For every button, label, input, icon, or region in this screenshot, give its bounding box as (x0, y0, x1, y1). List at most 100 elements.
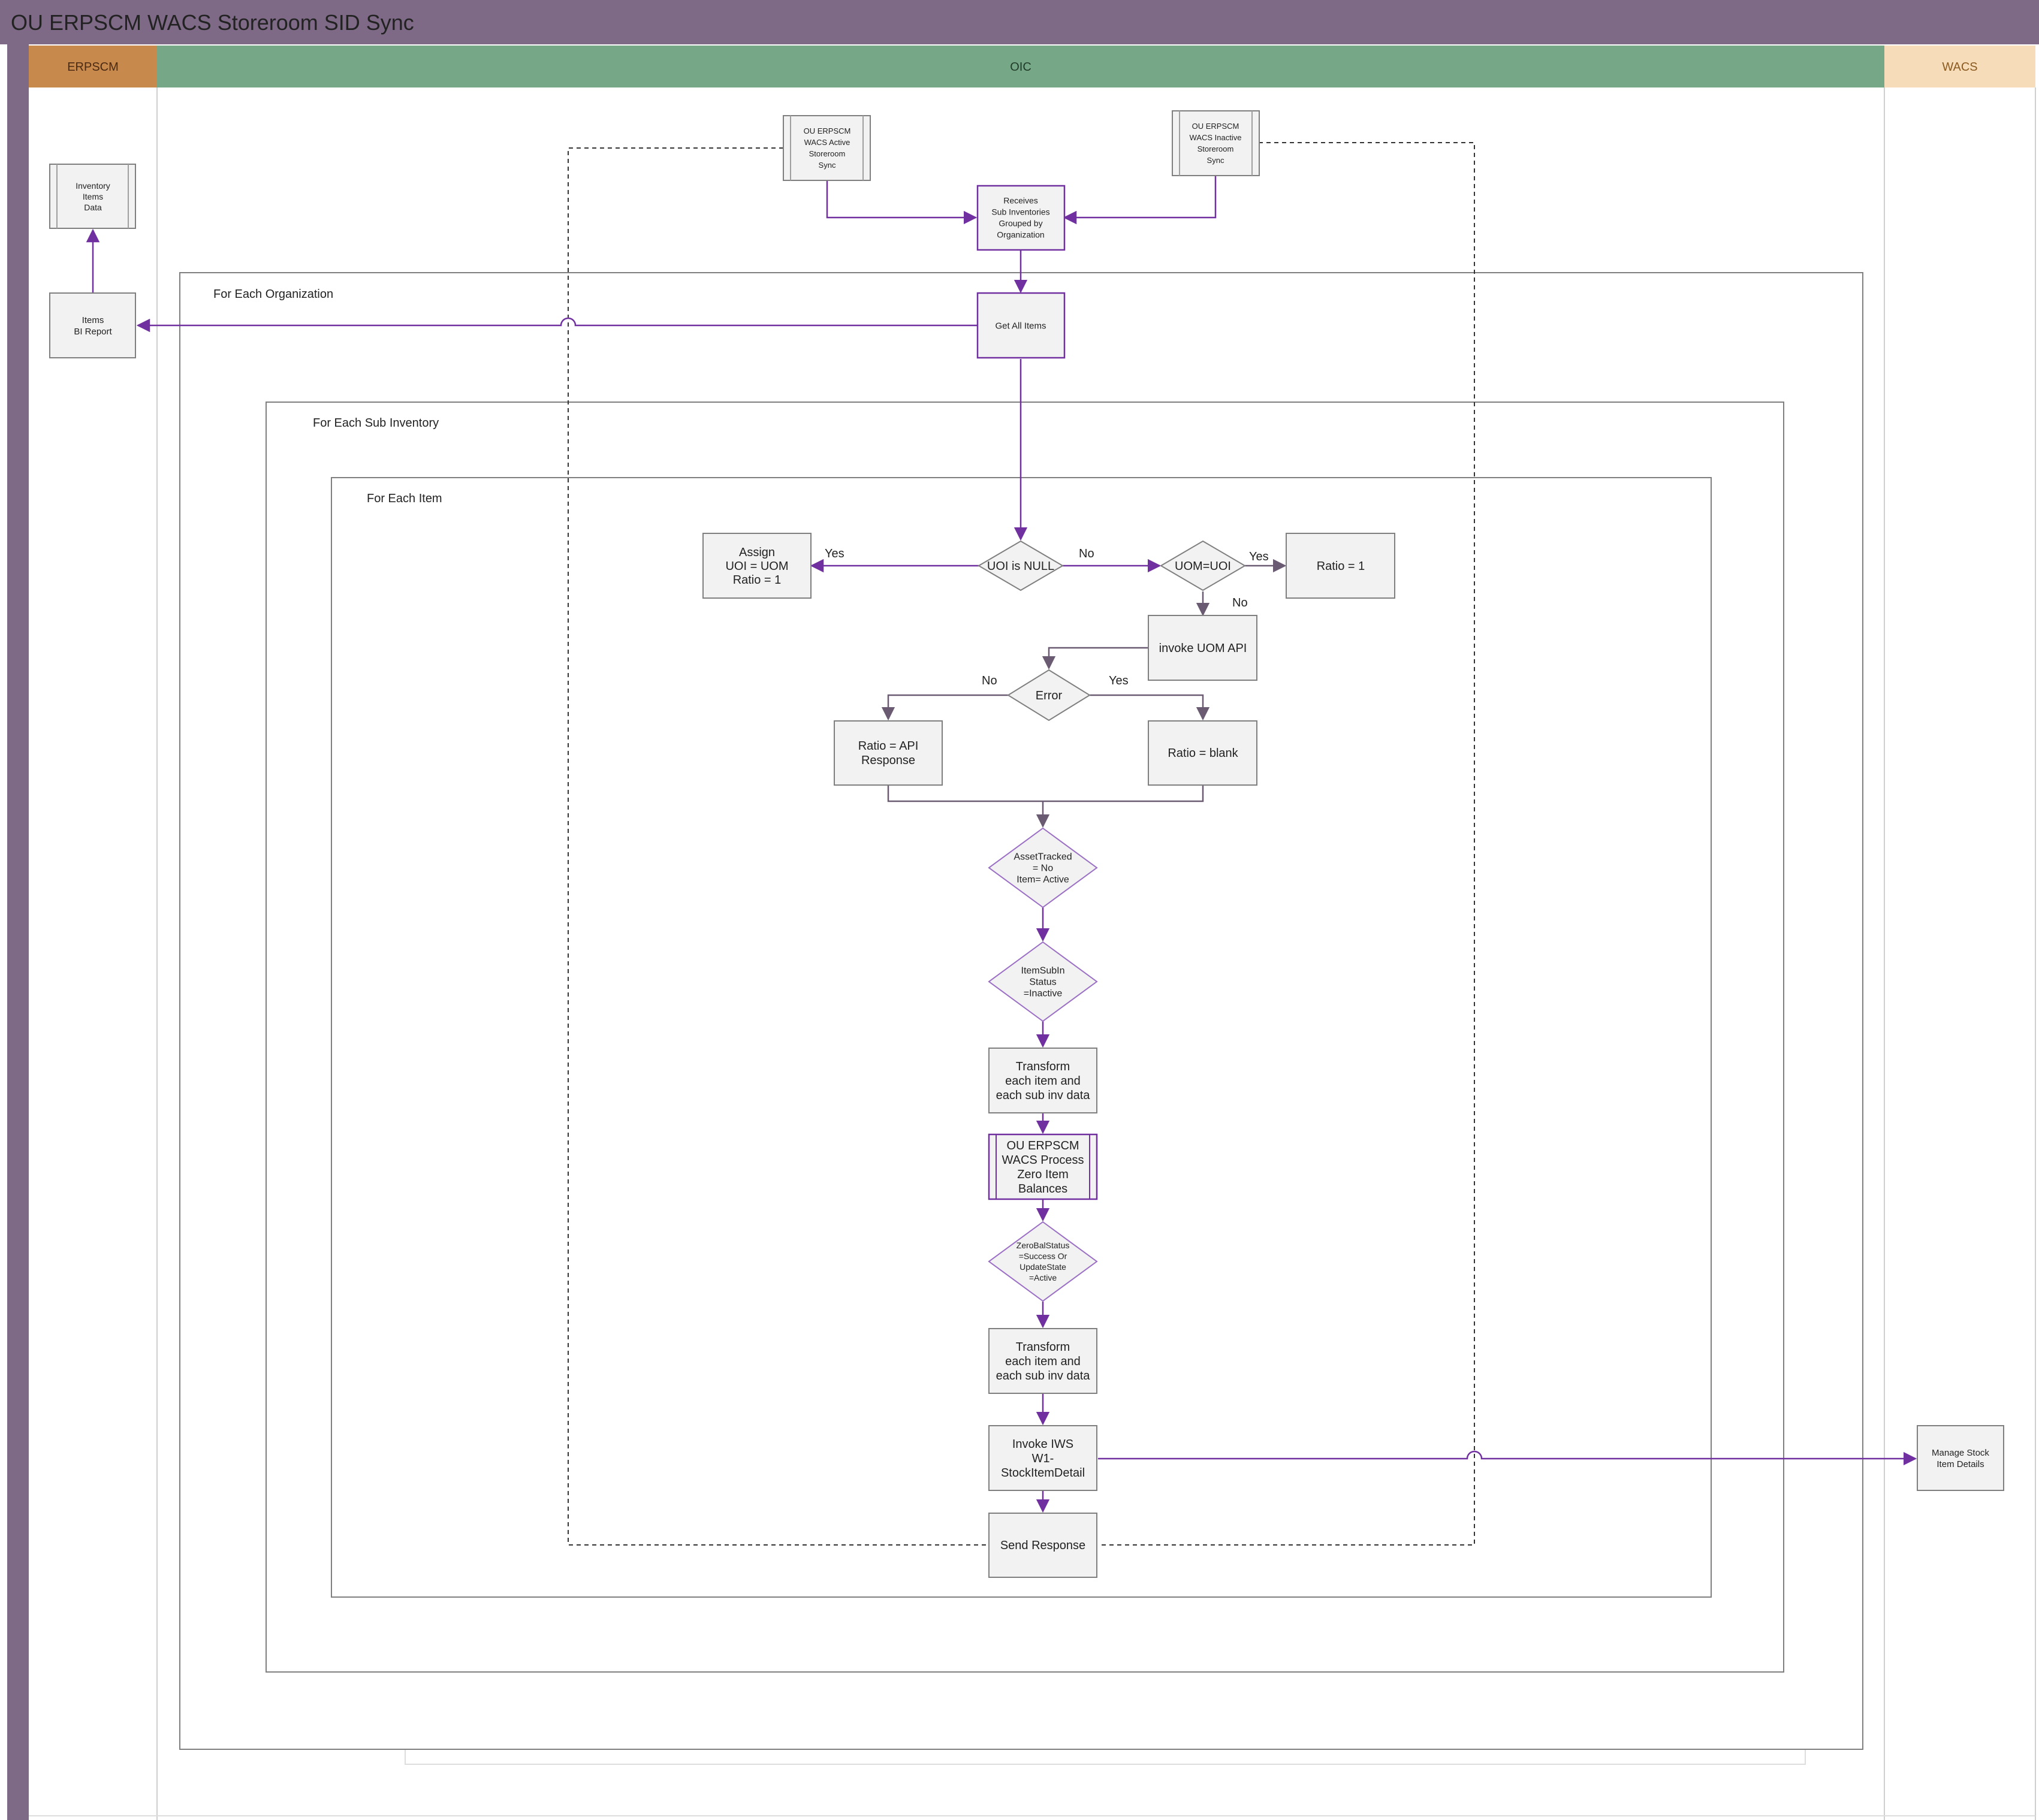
connector-invoke-to-manage-stock (1098, 1450, 1917, 1466)
edge-label-no: No (1079, 547, 1094, 560)
label-line: each item and (1005, 1355, 1081, 1368)
edge-label-no: No (1232, 596, 1248, 609)
lane-label-wacs: WACS (1942, 61, 1977, 74)
edge-label-yes: Yes (1109, 674, 1129, 687)
node-ratio-one-label: Ratio = 1 (1317, 560, 1365, 573)
label-line: =Success Or (1019, 1251, 1067, 1261)
label-line: Sync (819, 161, 836, 170)
label-line: UOM=UOI (1175, 560, 1231, 573)
decision-uoi-is-null (978, 540, 1064, 591)
label-line: Ratio = 1 (1317, 560, 1365, 573)
node-manage-stock-item-details (1917, 1425, 2004, 1491)
node-get-all-items-label: Get All Items (995, 321, 1046, 331)
decision-asset-tracked (988, 827, 1098, 909)
label-line: Sub Inventories (991, 207, 1049, 216)
label-line: Transform (1016, 1341, 1070, 1354)
decision-uoi-is-null-label: UOI is NULL (987, 560, 1054, 573)
connector-get-items-to-bi-report (136, 317, 977, 333)
edge-label-yes: Yes (825, 547, 844, 560)
label-line: each sub inv data (996, 1369, 1091, 1383)
node-inventory-items-data (49, 164, 136, 229)
loop-for-each-item (331, 477, 1712, 1598)
lane-header-erpscm (29, 46, 157, 87)
label-line: Items (82, 315, 104, 325)
node-invoke-uom-api (1148, 615, 1257, 681)
label-line: Manage Stock (1932, 1448, 1989, 1458)
decision-error-label: Error (1036, 689, 1063, 702)
title-bar (0, 0, 2039, 44)
decision-error (1007, 669, 1091, 722)
label-line: Data (84, 203, 102, 212)
label-line: Ratio = 1 (733, 574, 782, 587)
node-zero-item-balances (988, 1133, 1098, 1200)
decision-item-subin-status (988, 941, 1098, 1022)
loop-label-organization: For Each Organization (213, 288, 333, 301)
connector-uom-api-to-error (1042, 647, 1148, 670)
label-line: Error (1036, 689, 1063, 702)
node-ratio-blank (1148, 720, 1257, 786)
label-line: =Active (1029, 1273, 1057, 1282)
node-ratio-one (1286, 533, 1395, 599)
label-line: ItemSubIn (1021, 966, 1065, 976)
loop-label-item: For Each Item (367, 492, 442, 505)
label-line: Assign (739, 546, 775, 559)
label-line: = No (1033, 864, 1053, 874)
edge-label-yes: Yes (1249, 550, 1269, 563)
label-line: invoke UOM API (1159, 642, 1247, 655)
connector-error-yes (1090, 694, 1210, 721)
node-invoke-uom-api-label: invoke UOM API (1159, 642, 1247, 655)
dashed-return-connector (568, 147, 989, 1546)
loop-label-sub-inventory: For Each Sub Inventory (313, 416, 439, 430)
lane-label-oic: OIC (1010, 61, 1031, 74)
label-line: Status (1029, 977, 1056, 988)
label-line: Inventory (76, 181, 110, 191)
label-line: OU ERPSCM (804, 126, 851, 135)
node-invoke-iws (988, 1425, 1097, 1491)
lane-header-oic (157, 46, 1884, 87)
lane-header-wacs (1884, 46, 2035, 87)
label-line: Sync (1207, 156, 1224, 165)
label-line: WACS Process (1002, 1154, 1084, 1167)
connector-inactive-to-receives (1063, 175, 1217, 225)
pool-side-bar (7, 44, 29, 1820)
label-line: BI Report (74, 327, 112, 337)
label-line: UpdateState (1020, 1262, 1066, 1272)
label-line: Storeroom (1198, 144, 1234, 153)
label-line: Receives (1003, 195, 1038, 205)
connector-error-no (881, 694, 1008, 721)
label-line: Storeroom (809, 149, 846, 158)
node-send-response-label: Send Response (1000, 1539, 1085, 1552)
label-line: ZeroBalStatus (1017, 1241, 1070, 1250)
label-line: Send Response (1000, 1539, 1085, 1552)
decision-zero-bal-status (988, 1221, 1098, 1302)
label-line: WACS Inactive (1190, 133, 1242, 142)
label-line: each sub inv data (996, 1089, 1091, 1102)
label-line: AssetTracked (1014, 852, 1072, 862)
connector-active-to-receives (826, 179, 978, 225)
node-transform-item-data-2 (988, 1328, 1097, 1394)
label-line: StockItemDetail (1001, 1466, 1085, 1480)
node-ratio-api-response (834, 720, 943, 786)
label-line: Item= Active (1017, 875, 1069, 885)
label-line: Response (861, 754, 915, 767)
node-receives-sub-inventories (976, 185, 1066, 251)
connector-ratio-merge (887, 785, 1204, 802)
label-line: W1- (1032, 1452, 1054, 1465)
label-line: Items (83, 192, 103, 201)
node-items-bi-report-label: Items BI Report (74, 315, 112, 337)
page-title: OU ERPSCM WACS Storeroom SID Sync (11, 10, 414, 35)
